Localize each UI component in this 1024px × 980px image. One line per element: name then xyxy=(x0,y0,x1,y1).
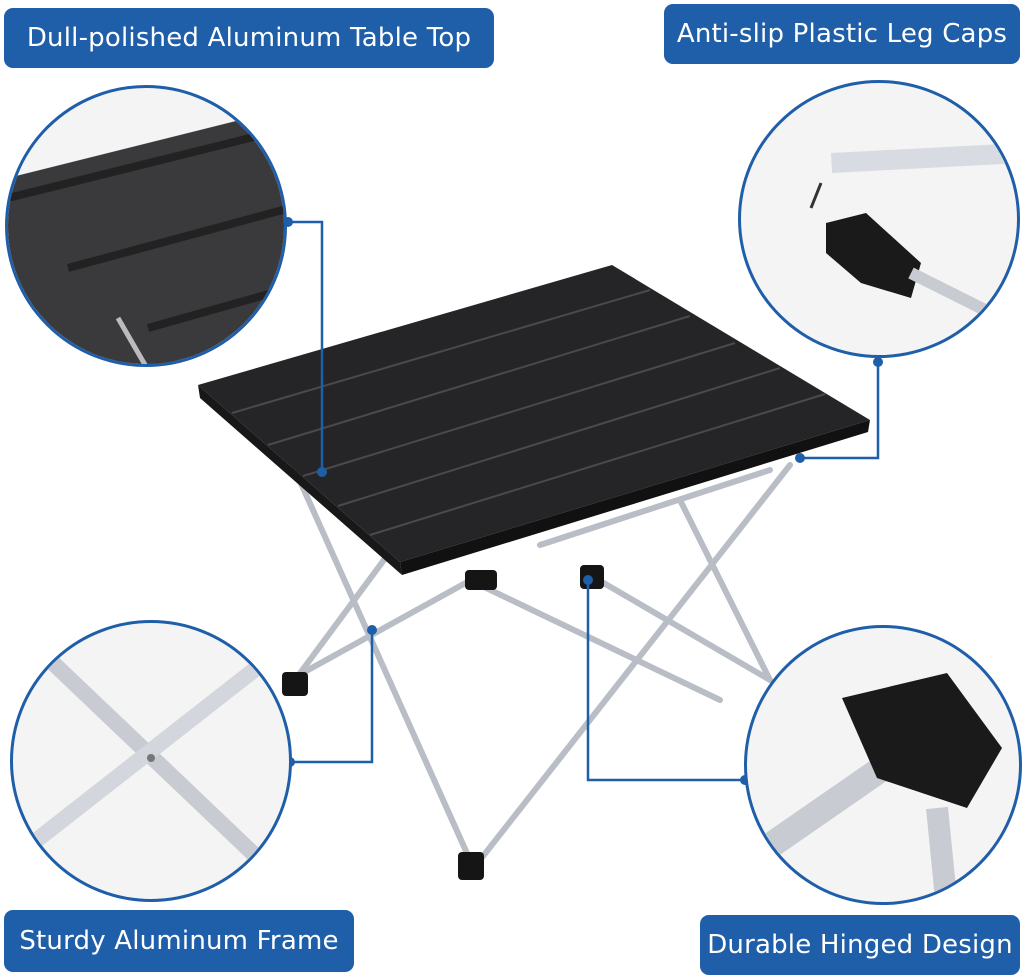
table-top xyxy=(198,265,870,575)
label-frame: Sturdy Aluminum Frame xyxy=(4,910,354,972)
leg-cap-detail-circle xyxy=(738,80,1020,358)
tabletop-detail-circle xyxy=(5,85,287,367)
leg-caps xyxy=(282,565,604,880)
aluminum-frame xyxy=(287,462,793,863)
hinge-detail-circle xyxy=(744,625,1022,905)
label-tabletop: Dull-polished Aluminum Table Top xyxy=(4,8,494,68)
connector-lines xyxy=(288,220,880,782)
frame-detail-circle xyxy=(10,620,292,902)
label-hinge: Durable Hinged Design xyxy=(700,915,1020,975)
label-leg-caps: Anti-slip Plastic Leg Caps xyxy=(664,4,1020,64)
